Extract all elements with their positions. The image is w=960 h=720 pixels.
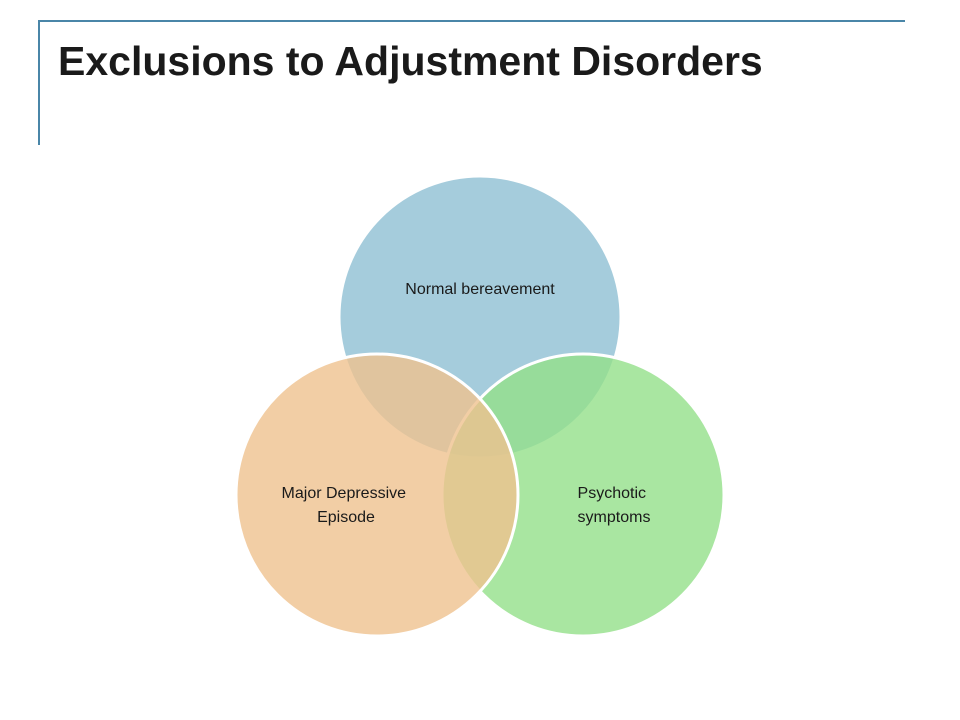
- venn-circles: [234, 174, 726, 638]
- circle-major-depressive-episode: [234, 352, 520, 638]
- label-normal-bereavement: Normal bereavement: [405, 281, 555, 298]
- label-major-depressive-episode: Major Depressive Episode: [282, 485, 411, 526]
- label-psychotic-symptoms: Psychotic symptoms: [578, 485, 651, 526]
- slide-frame-left-rule: [38, 20, 40, 145]
- slide-frame-top-rule: [38, 20, 905, 22]
- slide-title: Exclusions to Adjustment Disorders: [58, 38, 763, 84]
